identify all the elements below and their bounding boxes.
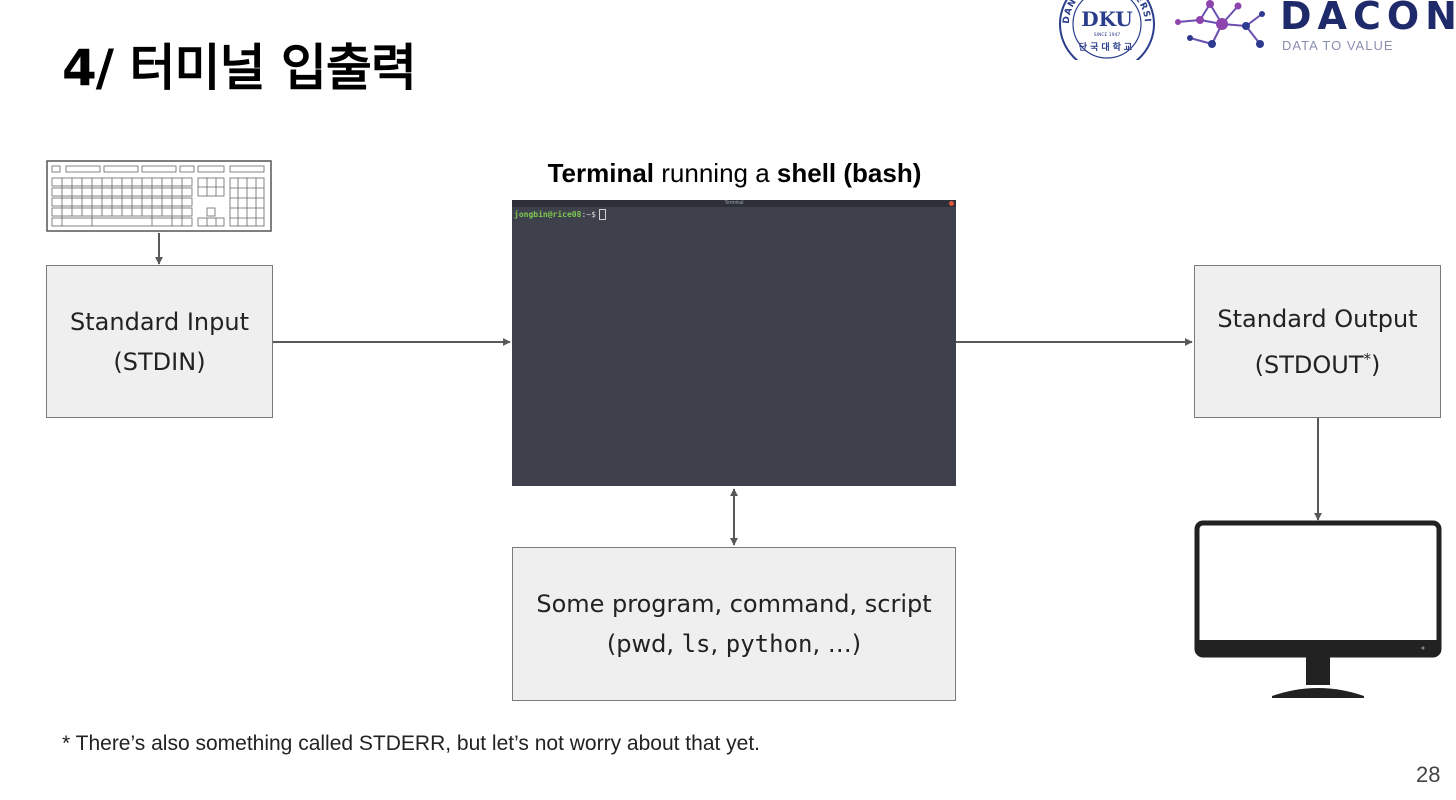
dankook-university-logo: DANKOOK UNIVERSITY DKU SINCE 1947 단국대학교 bbox=[1055, 0, 1155, 60]
prompt-path: :~$ bbox=[581, 210, 596, 219]
page-number: 28 bbox=[1416, 762, 1441, 787]
page-title: 4/ 터미널 입출력 bbox=[62, 39, 417, 97]
program-example-sep: , bbox=[710, 630, 726, 658]
stdout-abbrev-end: ) bbox=[1370, 350, 1381, 379]
close-icon bbox=[949, 201, 954, 206]
dacon-tagline: DATA TO VALUE bbox=[1282, 38, 1394, 53]
program-example-ls: ls bbox=[681, 630, 711, 658]
terminal-prompt: jongbin@rice08:~$ bbox=[514, 209, 606, 220]
stdout-asterisk: * bbox=[1363, 349, 1371, 368]
terminal-window-title: Terminal bbox=[724, 200, 744, 206]
program-example-end: , …) bbox=[812, 630, 862, 658]
program-label: Some program, command, script bbox=[536, 590, 932, 618]
stdout-abbrev: (STDOUT*) bbox=[1255, 339, 1381, 385]
seal-korean-name: 단국대학교 bbox=[1079, 41, 1135, 53]
stdin-abbrev: (STDIN) bbox=[113, 347, 206, 376]
dacon-network-icon bbox=[1175, 0, 1265, 48]
terminal-window: Terminal jongbin@rice08:~$ bbox=[512, 200, 956, 486]
terminal-title-bar: Terminal bbox=[512, 200, 956, 207]
stdin-label: Standard Input bbox=[70, 307, 249, 336]
dacon-wordmark: DACON bbox=[1280, 0, 1456, 38]
keyboard-icon bbox=[46, 160, 272, 232]
stdout-abbrev-text: (STDOUT bbox=[1254, 350, 1364, 379]
terminal-heading-shell: shell bbox=[776, 158, 837, 188]
stdout-box: Standard Output (STDOUT*) bbox=[1194, 265, 1441, 418]
seal-since: SINCE 1947 bbox=[1094, 32, 1121, 38]
terminal-heading: Terminal running a shell (bash) bbox=[513, 158, 956, 189]
terminal-heading-running: running a bbox=[654, 158, 777, 188]
terminal-heading-bash: (bash) bbox=[836, 158, 922, 188]
cursor-icon bbox=[598, 209, 606, 220]
stdout-label: Standard Output bbox=[1217, 304, 1418, 333]
seal-monogram: DKU bbox=[1081, 7, 1132, 31]
footnote: * There’s also something called STDERR, … bbox=[62, 732, 761, 755]
stdin-box: Standard Input (STDIN) bbox=[46, 265, 273, 418]
program-example-python: python bbox=[725, 630, 813, 658]
program-examples: (pwd, ls, python, …) bbox=[607, 624, 861, 664]
program-example-pwd: (pwd, bbox=[606, 630, 682, 658]
terminal-heading-terminal: Terminal bbox=[547, 158, 655, 188]
monitor-icon bbox=[1194, 520, 1442, 698]
program-box: Some program, command, script (pwd, ls, … bbox=[512, 547, 956, 701]
prompt-user: jongbin@rice08 bbox=[514, 210, 582, 219]
